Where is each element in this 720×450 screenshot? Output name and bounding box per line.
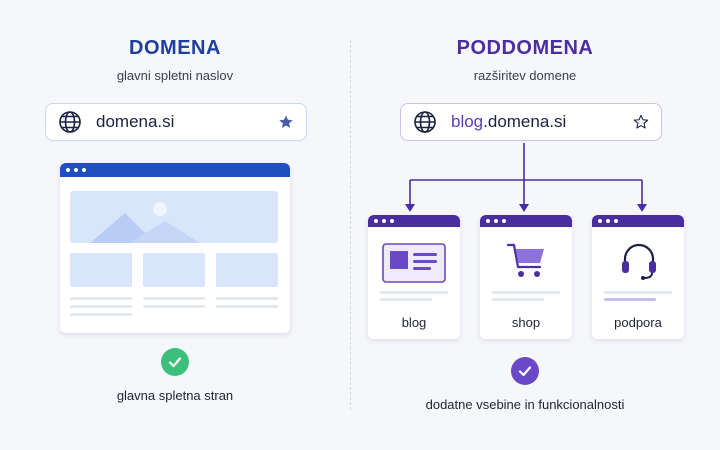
globe-icon (414, 111, 436, 133)
content-block (216, 253, 278, 287)
subdomain-url-bar[interactable]: blog.domena.si (400, 103, 662, 141)
window-dot (66, 168, 70, 172)
text-line (492, 298, 544, 301)
subdomain-card-blog[interactable]: blog (368, 215, 460, 339)
globe-icon (59, 111, 81, 133)
text-line (604, 291, 672, 294)
window-dot (390, 219, 394, 223)
domain-subtitle: glavni spletni naslov (116, 68, 234, 83)
browser-title-bar (368, 215, 460, 227)
window-dot (382, 219, 386, 223)
text-line (380, 298, 432, 301)
subdomain-url-text: blog.domena.si (451, 112, 633, 132)
window-dot (74, 168, 78, 172)
headset-icon (622, 243, 656, 280)
content-block (70, 253, 132, 287)
text-line (70, 305, 132, 308)
domain-caption: glavna spletna stran (116, 388, 234, 403)
subdomain-caption: dodatne vsebine in funkcionalnosti (425, 397, 625, 412)
domain-browser-window (60, 163, 290, 333)
green-check-icon (161, 348, 189, 376)
card-label-blog: blog (401, 315, 427, 330)
window-dot (486, 219, 490, 223)
domain-title: DOMENA (129, 37, 221, 59)
window-dot (614, 219, 618, 223)
domain-url-text: domena.si (96, 112, 175, 131)
landscape-icon (90, 202, 200, 243)
text-line (492, 291, 560, 294)
text-line (143, 305, 205, 308)
subdomain-subtitle: razširitev domene (473, 68, 577, 83)
browser-title-bar (60, 163, 290, 177)
text-line (70, 297, 132, 300)
subdomain-prefix: blog (451, 112, 484, 131)
hero-image-placeholder (70, 191, 278, 243)
star-icon[interactable] (633, 114, 649, 130)
section-divider (350, 40, 351, 410)
text-line (380, 291, 448, 294)
window-dot (606, 219, 610, 223)
article-icon (382, 243, 446, 283)
cart-icon (506, 243, 544, 277)
subdomain-card-shop[interactable]: shop (480, 215, 572, 339)
text-line (143, 297, 205, 300)
window-dot (598, 219, 602, 223)
subdomain-card-podpora[interactable]: podpora (592, 215, 684, 339)
domain-suffix: .domena.si (483, 112, 567, 131)
star-icon[interactable] (278, 114, 294, 130)
card-label-podpora: podpora (614, 315, 662, 330)
subdomain-title: PODDOMENA (456, 37, 594, 59)
purple-check-icon (511, 357, 539, 385)
content-block (143, 253, 205, 287)
text-line (216, 297, 278, 300)
card-label-shop: shop (511, 315, 541, 330)
window-dot (502, 219, 506, 223)
text-line (216, 305, 278, 308)
window-dot (374, 219, 378, 223)
window-dot (82, 168, 86, 172)
text-line (70, 313, 132, 316)
text-line (604, 298, 656, 301)
browser-title-bar (592, 215, 684, 227)
domain-url-bar[interactable]: domena.si (45, 103, 307, 141)
window-dot (494, 219, 498, 223)
browser-title-bar (480, 215, 572, 227)
